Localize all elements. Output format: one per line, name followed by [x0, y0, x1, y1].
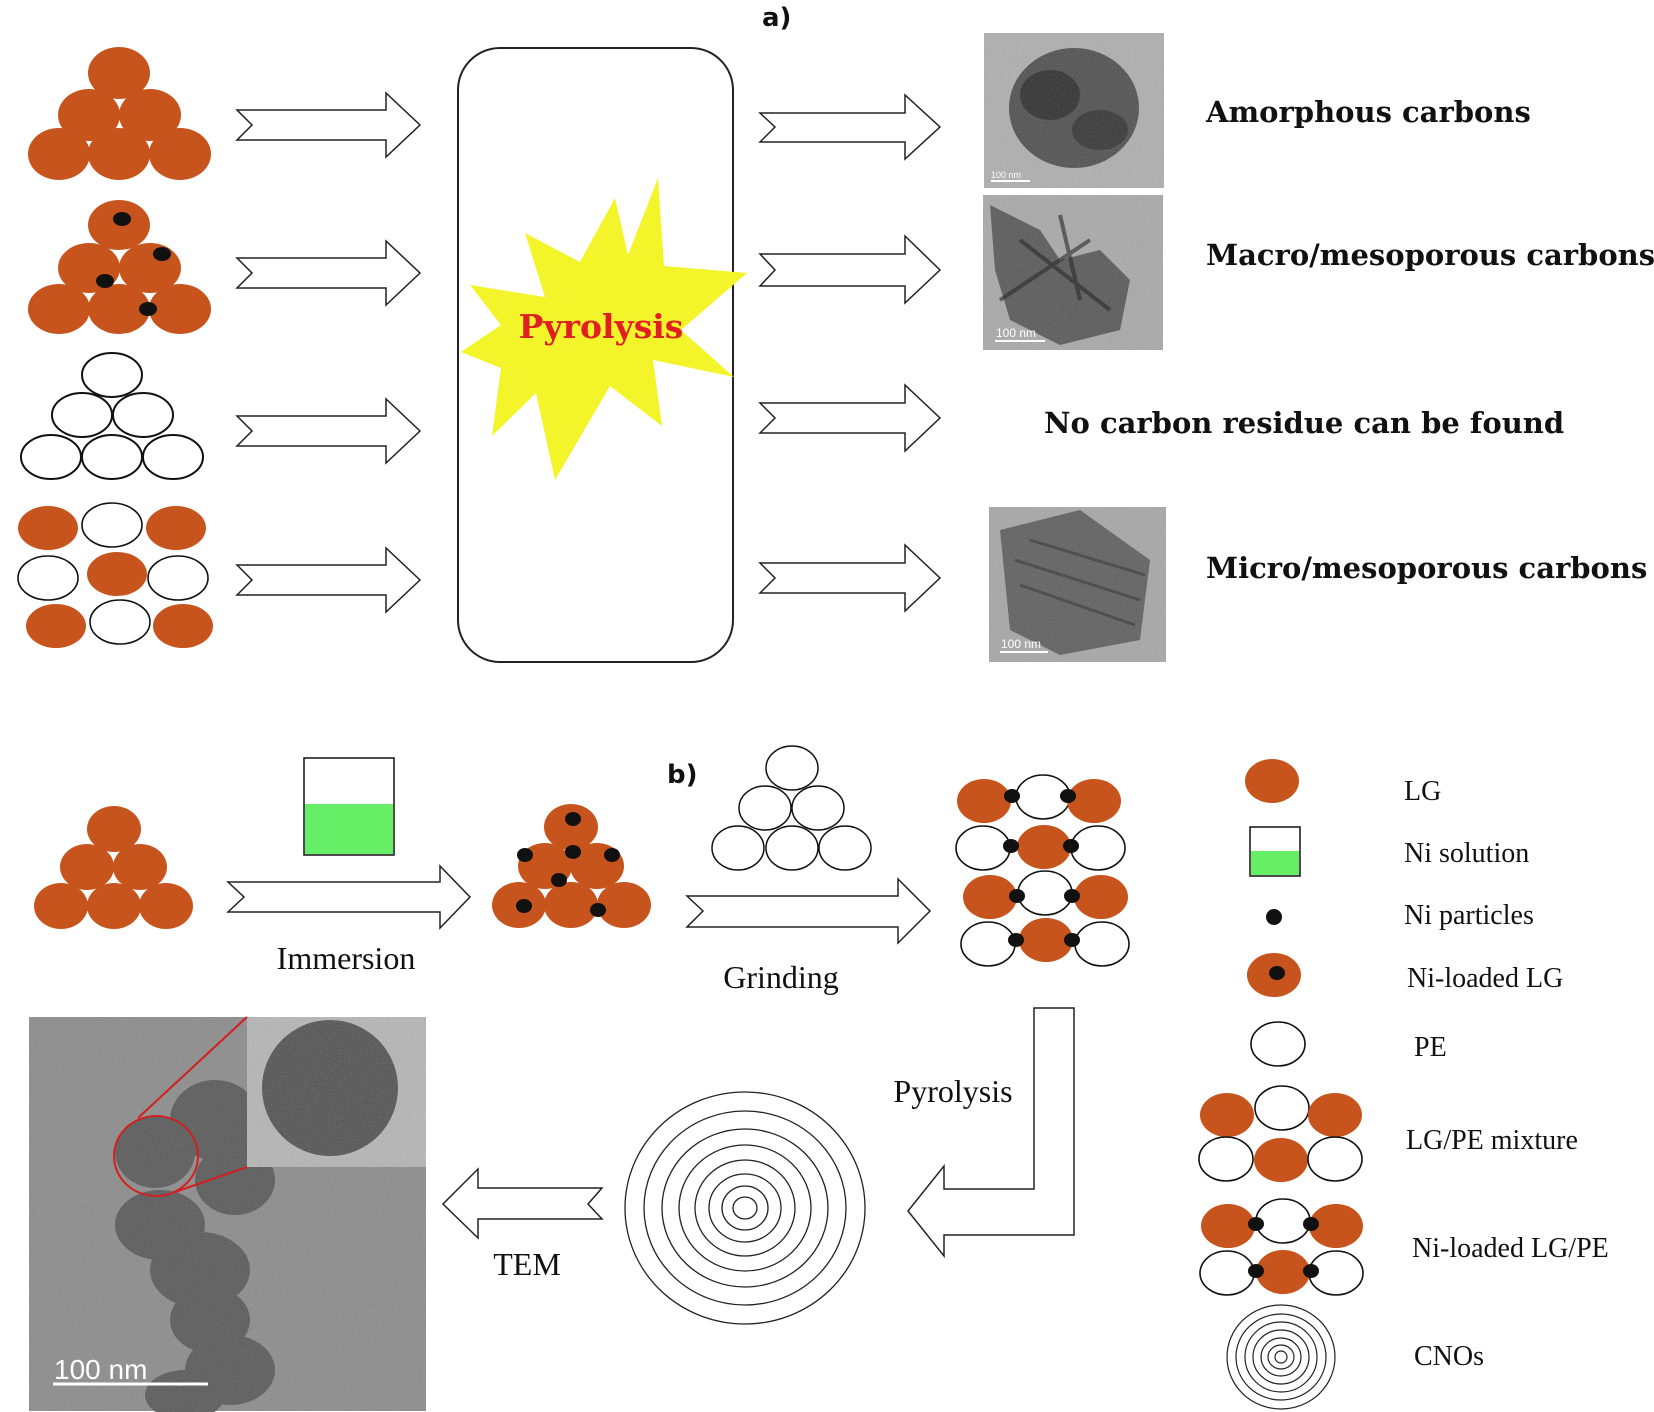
pyrolysis-text: Pyrolysis [519, 307, 684, 346]
legend-swatch-lg [1245, 759, 1299, 803]
step-grinding-label: Grinding [723, 959, 839, 995]
outcome-macro-mesoporous-carbons: Macro/mesoporous carbons [1206, 238, 1654, 272]
arrow-right-immersion [226, 864, 472, 930]
lg-pyramid-b [34, 806, 193, 929]
pe-pyramid-a3 [20, 352, 204, 480]
arrow-right-out-a3 [758, 383, 942, 453]
legend-swatch-ni-loaded-lg-pe [1199, 1198, 1364, 1296]
legend-swatch-ni-particles [1266, 909, 1282, 925]
legend-swatch-cnos [1226, 1304, 1336, 1410]
scale-bar-text-a4: 100 nm [1001, 637, 1041, 651]
legend-label-pe: PE [1414, 1032, 1447, 1063]
legend: LG Ni solution Ni particles Ni-loaded LG… [1198, 759, 1609, 1410]
legend-swatch-pe [1250, 1021, 1306, 1067]
legend-label-lg-pe-mixture: LG/PE mixture [1406, 1125, 1578, 1156]
arrow-right-a4 [235, 546, 422, 614]
legend-swatch-ni-loaded-lg [1247, 953, 1301, 997]
legend-label-lg: LG [1404, 776, 1441, 807]
arrow-right-out-a4 [758, 543, 942, 613]
legend-label-cnos: CNOs [1414, 1341, 1484, 1372]
step-tem-label: TEM [493, 1246, 561, 1282]
arrow-bent-pyrolysis [907, 1007, 1075, 1259]
cno-concentric-rings [624, 1091, 866, 1325]
tem-scale-bar-text: 100 nm [54, 1354, 147, 1385]
legend-swatch-lg-pe-mixture [1198, 1085, 1363, 1182]
legend-label-ni-loaded-lg-pe: Ni-loaded LG/PE [1412, 1233, 1609, 1264]
ni-loaded-lg-pyramid-a2 [28, 200, 211, 334]
arrow-left-tem [441, 1167, 604, 1240]
tem-image-amorphous: 100 nm [984, 33, 1164, 188]
input-arrows-a [235, 91, 422, 614]
arrow-right-out-a2 [758, 234, 942, 305]
lg-pe-mixture-a4 [17, 502, 213, 648]
step-pyrolysis-label: Pyrolysis [893, 1073, 1012, 1109]
output-arrows-a [758, 93, 942, 613]
scale-bar-text-a2: 100 nm [996, 326, 1036, 340]
arrow-right-grinding [685, 877, 932, 945]
tem-image-cnos: 100 nm [29, 1016, 426, 1412]
scale-bar-text-a1: 100 nm [991, 170, 1021, 180]
ni-loaded-lg-pe-mixture-b [955, 774, 1130, 967]
legend-label-ni-particles: Ni particles [1404, 900, 1534, 931]
arrow-right-a1 [235, 91, 422, 159]
ni-loaded-lg-pyramid-b [492, 804, 651, 928]
arrow-right-a3 [235, 397, 422, 465]
lg-pyramid-a1 [28, 47, 211, 180]
tem-image-macro-mesoporous: 100 nm [983, 195, 1163, 350]
legend-swatch-ni-solution [1249, 826, 1301, 877]
panel-b-label: b) [667, 760, 698, 790]
step-immersion-label: Immersion [277, 940, 416, 976]
ni-solution-beaker [303, 757, 395, 856]
legend-label-ni-solution: Ni solution [1404, 838, 1529, 869]
tem-image-micro-mesoporous: 100 nm [989, 507, 1166, 662]
outcome-micro-mesoporous-carbons: Micro/mesoporous carbons [1206, 551, 1647, 585]
outcome-no-carbon-residue: No carbon residue can be found [1044, 406, 1564, 440]
pe-pyramid-b [711, 745, 872, 871]
legend-label-ni-loaded-lg: Ni-loaded LG [1407, 963, 1563, 994]
pyrolysis-burst [461, 178, 747, 480]
arrow-right-a2 [235, 239, 422, 307]
panel-a-label: a) [762, 3, 791, 33]
outcome-amorphous-carbons: Amorphous carbons [1205, 95, 1531, 129]
arrow-right-out-a1 [758, 93, 942, 161]
